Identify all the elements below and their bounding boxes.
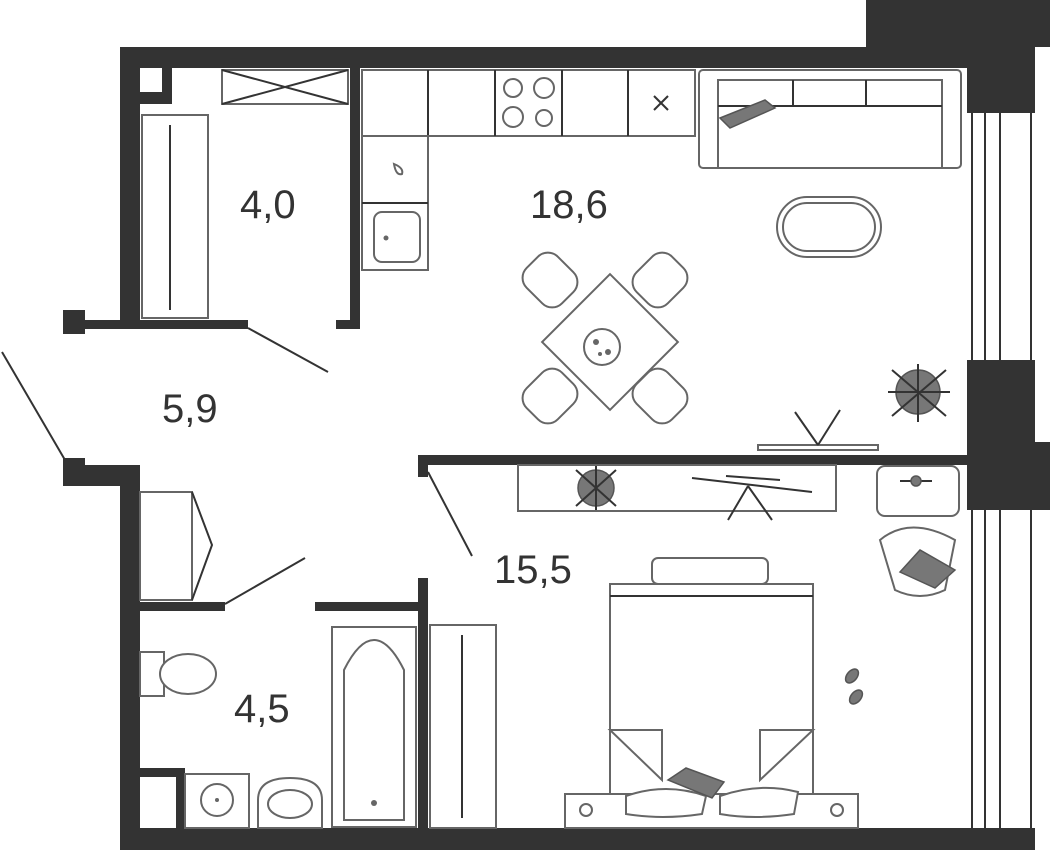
room-area-hallway: 5,9 bbox=[162, 387, 218, 431]
windows bbox=[970, 113, 1032, 828]
bedroom-furniture bbox=[517, 464, 960, 829]
walls bbox=[63, 0, 1050, 850]
kitchen-furniture bbox=[361, 69, 696, 271]
hallway-furniture bbox=[139, 491, 214, 601]
room-area-kitchen-living: 18,6 bbox=[530, 183, 608, 227]
room-area-wardrobe: 4,0 bbox=[240, 183, 296, 227]
room-area-bathroom: 4,5 bbox=[234, 687, 290, 731]
room-area-bedroom: 15,5 bbox=[494, 548, 572, 592]
bathroom-furniture bbox=[139, 626, 417, 829]
wardrobe-furniture bbox=[141, 69, 497, 829]
doors bbox=[1, 327, 473, 605]
living-furniture bbox=[521, 69, 962, 451]
